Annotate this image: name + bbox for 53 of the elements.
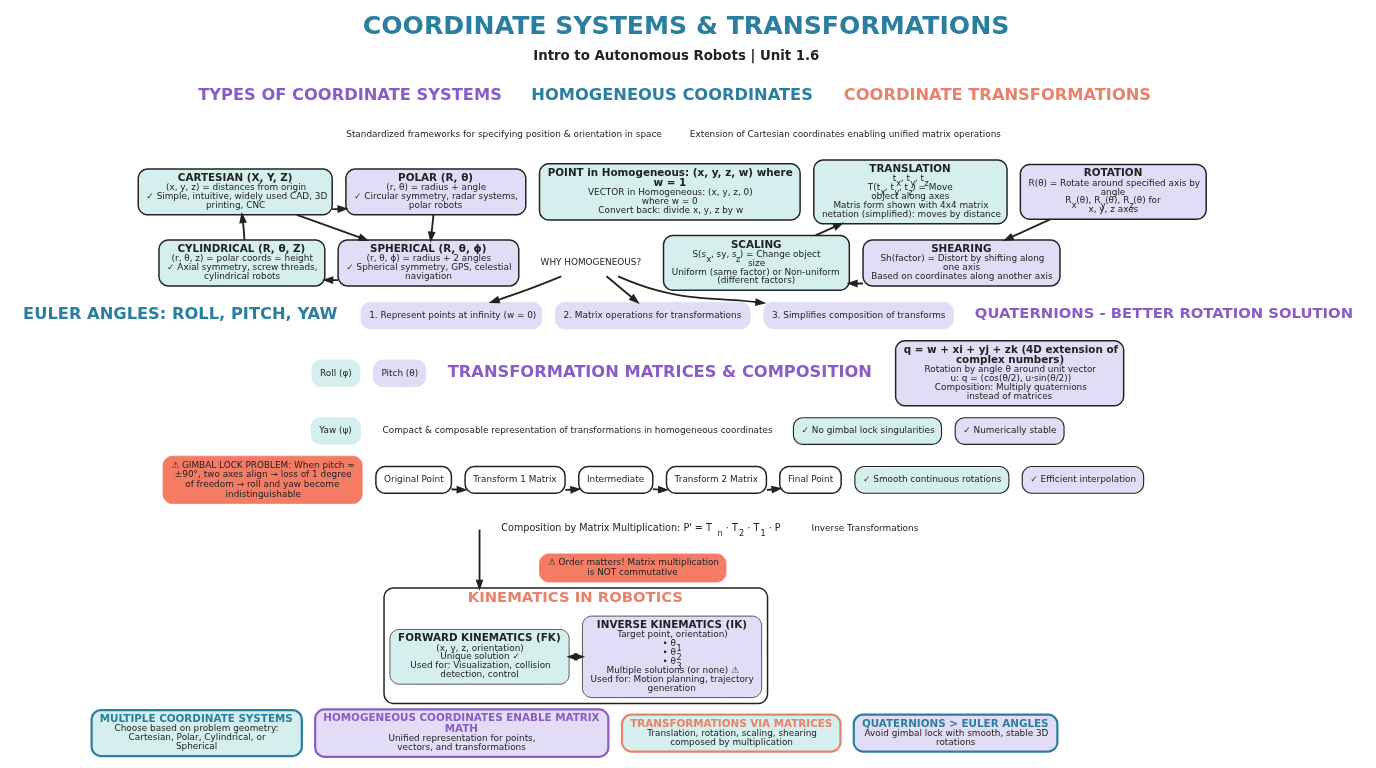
node-box: Transform 1 Matrix bbox=[463, 465, 566, 494]
node-box: POINT in Homogeneous: (x, y, z, w) where w = 1 VECTOR in Homogeneous: (x, y, z, 0) where w = 0 Convert back: divide x, y, z by w bbox=[538, 163, 801, 221]
node-box: CARTESIAN (X, Y, Z) (x, y, z) = distances from origin ✓ Simple, intuitive, widely used CAD, 3D printing, CNC bbox=[137, 168, 333, 216]
node-box: ⚠ Order matters! Matrix multiplication is NOT commutative bbox=[538, 553, 726, 583]
node-box: TRANSFORMATIONS VIA MATRICES Translation, rotation, scaling, shearing composed by multiplication bbox=[620, 713, 842, 753]
node-box: ✓ No gimbal lock singularities bbox=[792, 417, 942, 445]
node-box: Transform 2 Matrix bbox=[665, 465, 767, 494]
label: HOMOGENEOUS COORDINATES bbox=[530, 84, 813, 104]
node-box: 2. Matrix operations for transformations bbox=[554, 301, 750, 330]
arrow bbox=[563, 485, 581, 494]
node-box: SHEARING Sh(factor) = Distort by shifting along one axis Based on coordinates along another axis bbox=[861, 239, 1061, 287]
node-box: QUATERNIONS > EULER ANGLES Avoid gimbal lock with smooth, stable 3D rotations bbox=[852, 713, 1058, 753]
node-box: Final Point bbox=[778, 465, 842, 494]
label: Inverse Transformations bbox=[811, 523, 918, 534]
node-box: Pitch (θ) bbox=[372, 359, 426, 387]
label: Intro to Autonomous Robots | Unit 1.6 bbox=[532, 48, 819, 64]
node-box: MULTIPLE COORDINATE SYSTEMS Choose based on problem geometry: Cartesian, Polar, Cylindrical, or Spherical bbox=[90, 709, 303, 758]
node-box: SPHERICAL (R, θ, ϕ) (r, θ, ϕ) = radius + 2 angles ✓ Spherical symmetry, GPS, celestial navigation bbox=[336, 239, 519, 287]
label: TRANSFORMATION MATRICES & COMPOSITION bbox=[447, 361, 872, 381]
arrow bbox=[321, 276, 339, 285]
label: QUATERNIONS - BETTER ROTATION SOLUTION bbox=[974, 304, 1353, 322]
node-box: Yaw (ψ) bbox=[310, 417, 361, 445]
label: TYPES OF COORDINATE SYSTEMS bbox=[197, 84, 502, 104]
label: Compact & composable representation of transformations in homogeneous coordinates bbox=[382, 425, 773, 436]
arrow bbox=[475, 528, 483, 591]
arrow bbox=[488, 275, 562, 304]
label: Standardized frameworks for specifying position & orientation in space bbox=[345, 129, 662, 140]
arrow bbox=[427, 213, 436, 243]
label: COORDINATE TRANSFORMATIONS bbox=[843, 84, 1151, 104]
node-box: ⚠ GIMBAL LOCK PROBLEM: When pitch ≈ ±90°, two axes align → loss of 1 degree of freedom → roll and yaw become indistinguishable bbox=[162, 455, 363, 504]
node-box: 1. Represent points at infinity (w = 0) bbox=[360, 301, 542, 330]
node-box: HOMOGENEOUS COORDINATES ENABLE MATRIX MATH Unified representation for points, vectors, and transformations bbox=[313, 708, 609, 758]
node-box: Intermediate bbox=[577, 465, 653, 494]
arrow bbox=[330, 205, 349, 213]
node-box: POLAR (R, θ) (r, θ) = radius + angle ✓ Circular symmetry, radar systems, polar robots bbox=[344, 168, 527, 216]
node-box: Roll (φ) bbox=[310, 359, 360, 387]
arrow bbox=[814, 222, 844, 237]
node-box: ✓ Efficient interpolation bbox=[1021, 466, 1144, 494]
arrow bbox=[616, 275, 766, 306]
node-box: q = w + xi + yj + zk (4D extension of complex numbers) Rotation by angle θ around unit vector u: q = (cos(θ/2), u·sin(θ/2)) Composition: Multiply quaternions instead of matrices bbox=[894, 339, 1124, 407]
node-box: ✓ Smooth continuous rotations bbox=[853, 466, 1009, 494]
label: Composition by Matrix Multiplication: P' = T$_{n}$ · T$_{2}$ · T$_{1}$ · P bbox=[500, 521, 781, 538]
label: Extension of Cartesian coordinates enabling unified matrix operations bbox=[689, 129, 1001, 140]
node-box: ✓ Numerically stable bbox=[954, 417, 1065, 445]
node-box: 3. Simplifies composition of transforms bbox=[762, 301, 954, 330]
node-box: FORWARD KINEMATICS (FK) (x, y, z, orientation) Unique solution ✓ Used for: Visualization, collision detection, control bbox=[389, 629, 569, 685]
node-text: WHY HOMOGENEOUS? bbox=[540, 257, 641, 268]
arrow bbox=[605, 275, 640, 304]
arrow bbox=[238, 212, 247, 241]
node-box: CYLINDRICAL (R, θ, Z) (r, θ, z) = polar coords = height ✓ Axial symmetry, screw threads, cylindrical robots bbox=[157, 239, 326, 287]
diagram-title: COORDINATE SYSTEMS & TRANSFORMATIONS bbox=[362, 10, 1009, 40]
label: EULER ANGLES: ROLL, PITCH, YAW bbox=[22, 303, 337, 323]
node-box: Original Point bbox=[374, 465, 452, 494]
